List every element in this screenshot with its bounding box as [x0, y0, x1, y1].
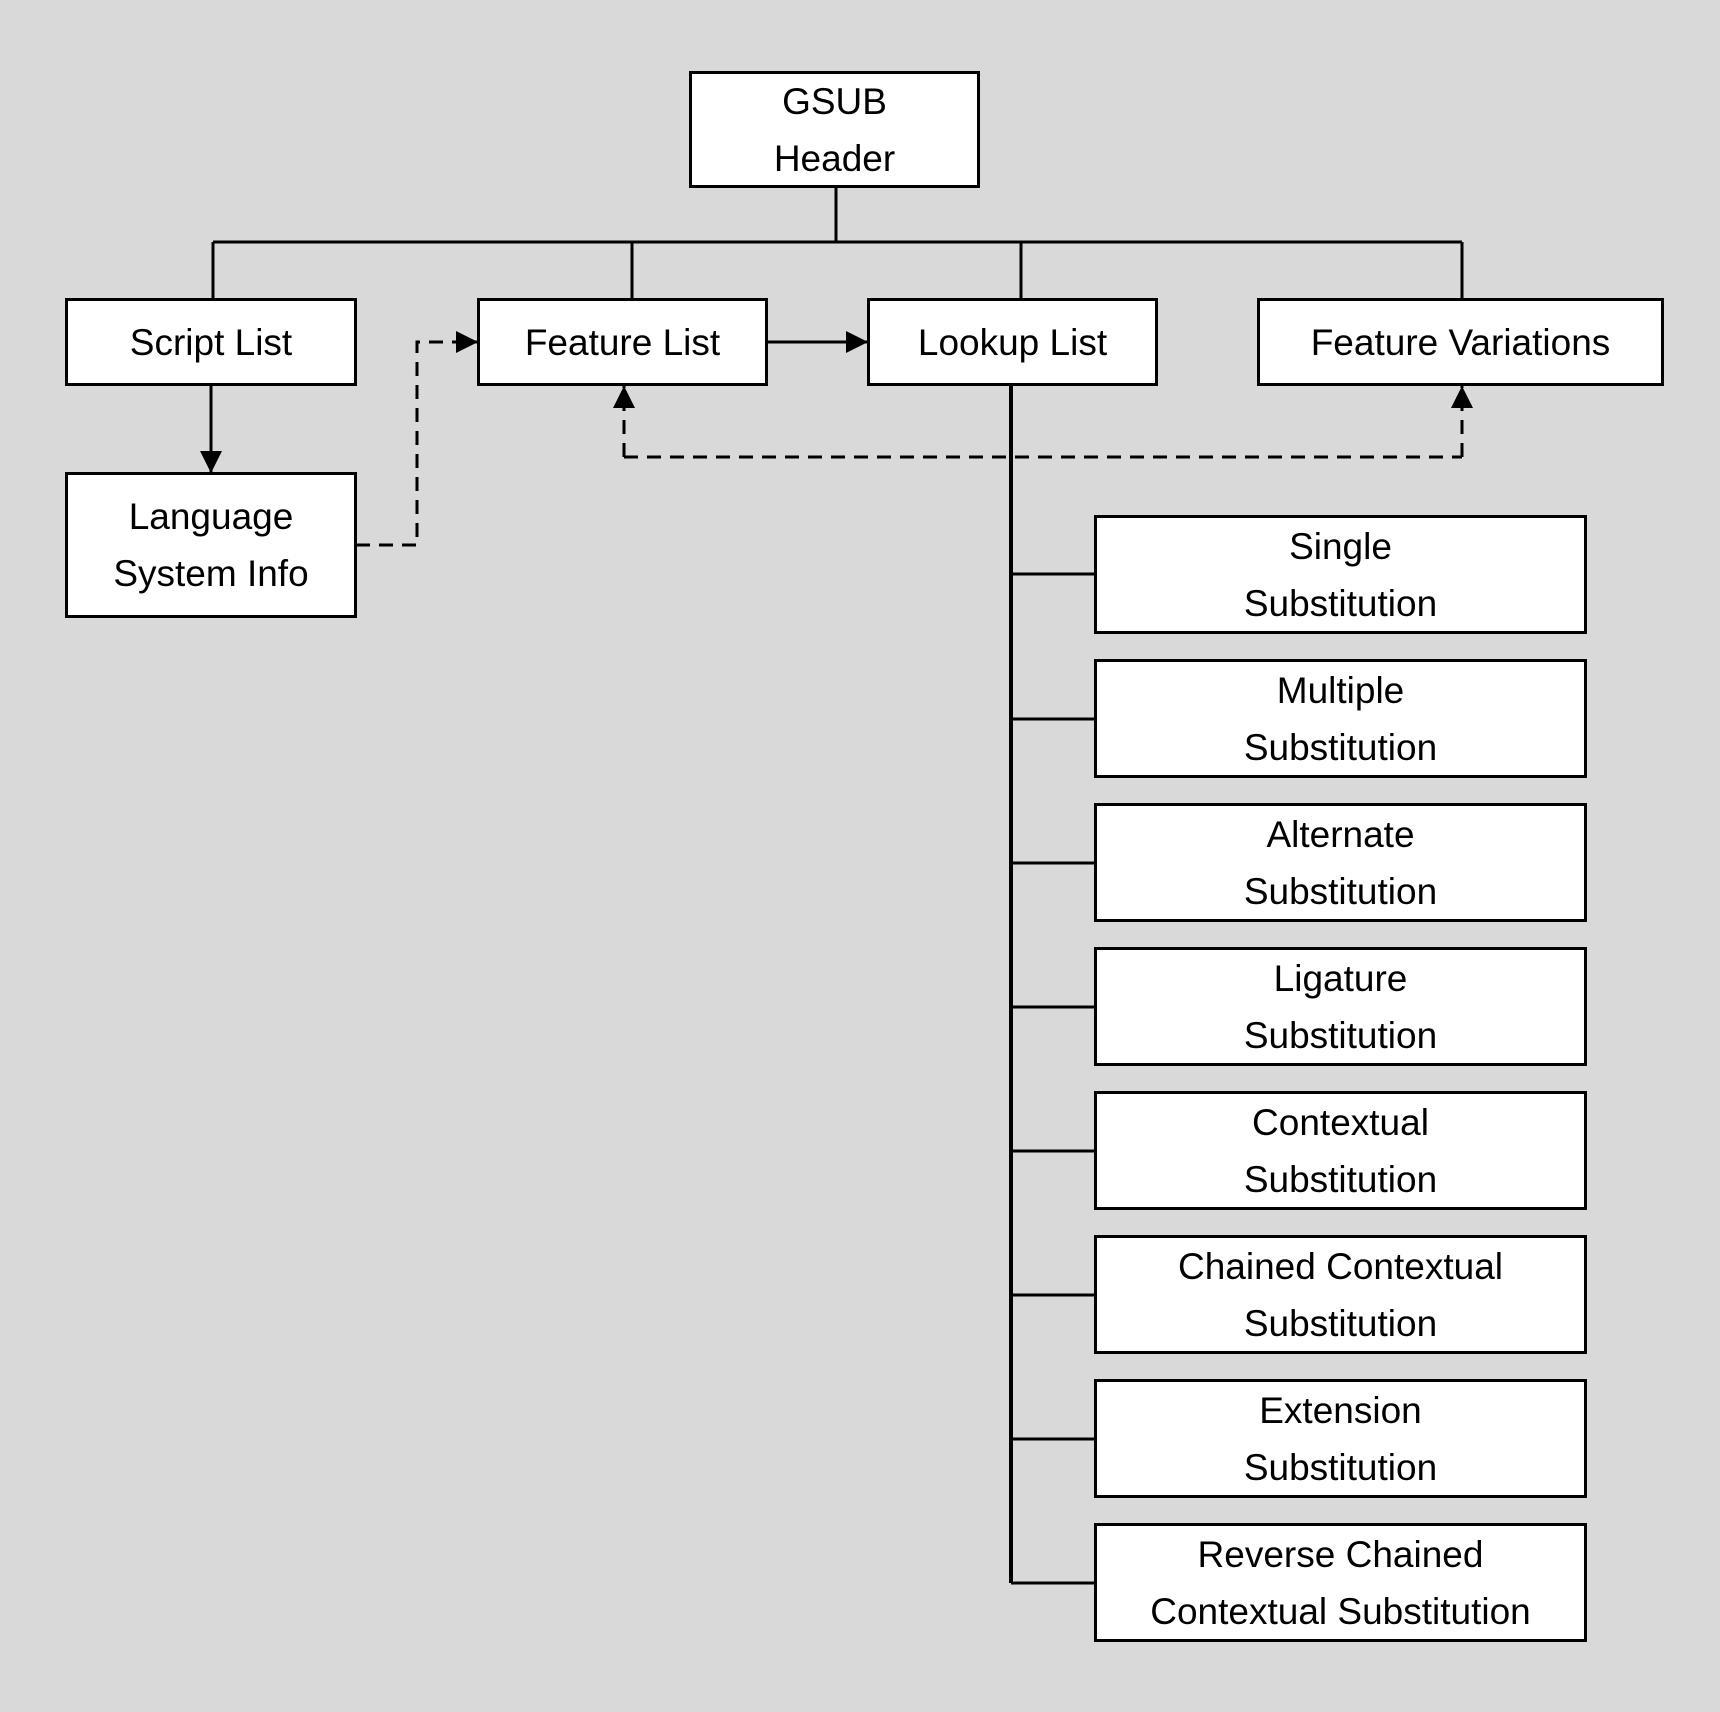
subtable-label-line1: Extension	[1259, 1389, 1422, 1431]
gsub-header-line1: GSUB	[782, 80, 887, 122]
subtable-label-line1: Single	[1289, 525, 1392, 567]
subtable-label-line1: Ligature	[1273, 957, 1408, 999]
subtable-label-line1: Contextual	[1252, 1101, 1429, 1143]
subtable-label-line2: Substitution	[1243, 582, 1438, 624]
subtable-box-ligature: Ligature Substitution	[1094, 947, 1587, 1066]
subtable-box-chained-contextual: Chained Contextual Substitution	[1094, 1235, 1587, 1354]
script-list-label: Script List	[129, 321, 293, 363]
lookup-list-box: Lookup List	[867, 298, 1158, 386]
language-system-line1: Language	[128, 496, 294, 537]
subtable-label-line2: Substitution	[1243, 1302, 1438, 1344]
subtable-label-line2: Contextual Substitution	[1150, 1590, 1531, 1632]
subtable-label-line2: Substitution	[1243, 1014, 1438, 1056]
script-list-box: Script List	[65, 298, 357, 386]
subtable-label-line1: Reverse Chained	[1197, 1533, 1484, 1575]
gsub-header-box: GSUB Header	[689, 71, 980, 188]
subtable-box-single: Single Substitution	[1094, 515, 1587, 634]
subtable-box-contextual: Contextual Substitution	[1094, 1091, 1587, 1210]
subtable-label-line2: Substitution	[1243, 726, 1438, 768]
subtable-box-extension: Extension Substitution	[1094, 1379, 1587, 1498]
feature-variations-box: Feature Variations	[1257, 298, 1664, 386]
language-system-info-box: Language System Info	[65, 472, 357, 618]
language-system-line2: System Info	[113, 553, 309, 594]
subtable-box-alternate: Alternate Substitution	[1094, 803, 1587, 922]
subtable-label-line2: Substitution	[1243, 1446, 1438, 1488]
subtable-label-line1: Alternate	[1266, 813, 1415, 855]
feature-variations-label: Feature Variations	[1310, 321, 1611, 363]
language-to-feature-dashed-arrow	[356, 331, 478, 547]
subtable-label-line1: Multiple	[1276, 669, 1405, 711]
gsub-header-line2: Header	[773, 137, 896, 179]
feature-list-label: Feature List	[524, 321, 721, 363]
subtable-label-line2: Substitution	[1243, 1158, 1438, 1200]
subtable-box-multiple: Multiple Substitution	[1094, 659, 1587, 778]
subtable-label-line2: Substitution	[1243, 870, 1438, 912]
subtable-box-reverse-chained: Reverse Chained Contextual Substitution	[1094, 1523, 1587, 1642]
lookup-list-label: Lookup List	[917, 321, 1108, 363]
feature-list-box: Feature List	[477, 298, 768, 386]
subtable-label-line1: Chained Contextual	[1178, 1245, 1503, 1287]
